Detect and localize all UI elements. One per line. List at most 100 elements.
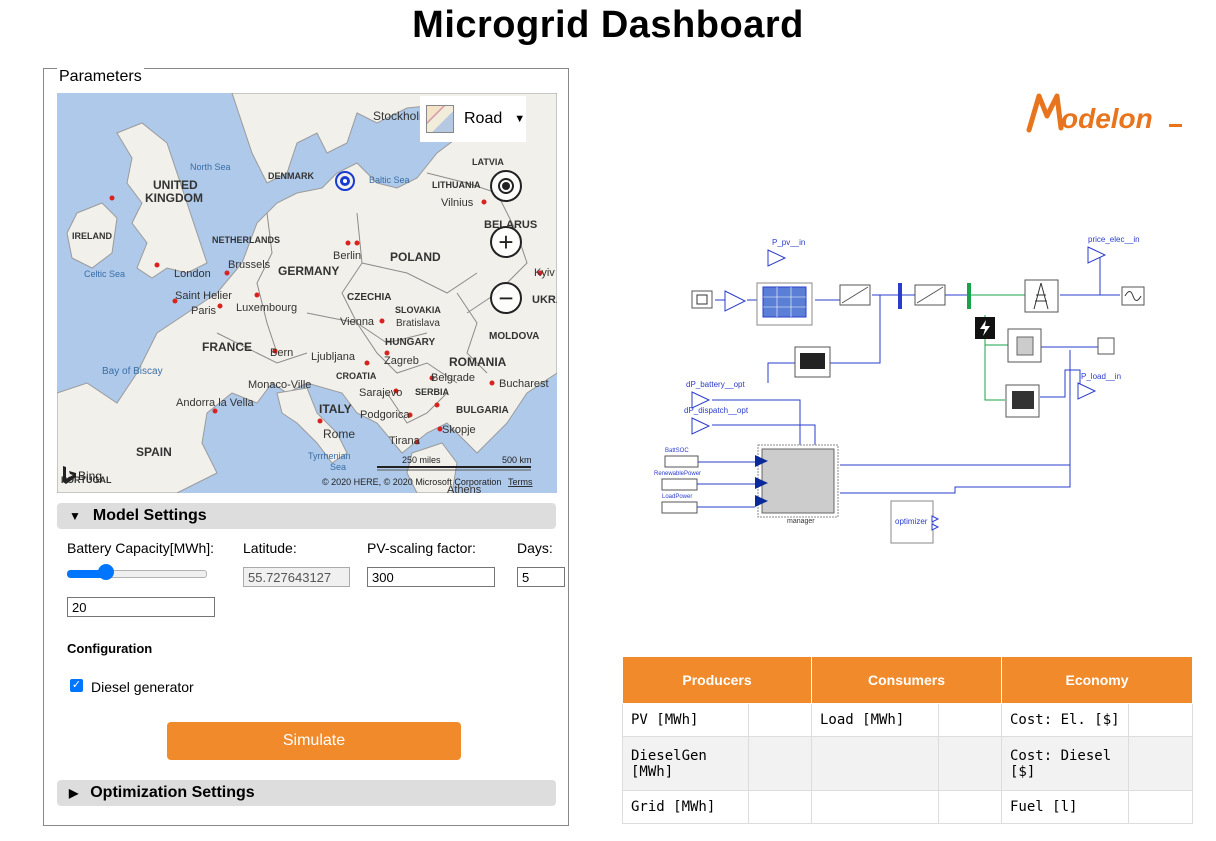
map-label: Vilnius	[441, 197, 474, 209]
manager-label: manager	[787, 518, 815, 525]
slider-thumb[interactable]	[97, 564, 114, 580]
zoom-in-button[interactable]: +	[490, 226, 522, 258]
map-label: Bay of Biscay	[102, 366, 163, 377]
map-label: London	[174, 268, 211, 280]
map-label: Paris	[191, 305, 217, 317]
map-label: Stockholm	[373, 109, 429, 123]
page-title: Microgrid Dashboard	[412, 4, 804, 46]
map-label: IRELAND	[72, 231, 112, 241]
map-label: Bern	[270, 347, 293, 359]
diesel-generator-label[interactable]: Diesel generator	[91, 679, 194, 695]
diesel-generator-checkbox[interactable]: ✓	[70, 679, 83, 692]
locate-me-button[interactable]	[490, 170, 522, 202]
table-cell	[938, 703, 1002, 737]
map-label: Ljubljana	[311, 351, 356, 363]
map-label: Baltic Sea	[369, 175, 410, 185]
map-label: BULGARIA	[456, 405, 509, 416]
svg-text:odelon: odelon	[1061, 103, 1153, 134]
map-label: Skopje	[442, 424, 476, 436]
map[interactable]: Stockholm North Sea DENMARK Baltic Sea L…	[57, 93, 557, 493]
p-load-in-label: P_load__in	[1081, 372, 1121, 381]
load-table-icon	[1097, 337, 1115, 355]
map-label: FRANCE	[202, 340, 252, 354]
table-cell: Grid [MWh]	[622, 790, 749, 824]
battsoc-label: BattSOC	[665, 448, 689, 454]
dc-bus	[898, 283, 902, 309]
table-cell	[1127, 703, 1194, 737]
table-cell: DieselGen [MWh]	[622, 736, 749, 791]
map-label: Tirana	[389, 435, 421, 447]
battsoc-input	[664, 455, 699, 468]
load-power-label: LoadPower	[662, 494, 692, 500]
map-label: Sarajevo	[359, 387, 402, 399]
zoom-out-button[interactable]: −	[490, 282, 522, 314]
battery-capacity-label: Battery Capacity[MWh]:	[67, 540, 215, 556]
map-label: Monaco-Ville	[248, 379, 311, 391]
slider-fill	[67, 570, 106, 578]
table-cell	[811, 736, 939, 791]
map-label: SERBIA	[415, 387, 450, 397]
table-cell	[811, 790, 939, 824]
map-label: Luxembourg	[236, 302, 297, 314]
triangle-right-icon: ▶	[69, 786, 79, 800]
map-label: ITALY	[319, 402, 352, 416]
table-cell: Load [MWh]	[811, 703, 939, 737]
map-label: Saint Helier	[175, 290, 232, 302]
load-power-input	[661, 501, 698, 514]
parameters-legend: Parameters	[57, 68, 144, 86]
days-input[interactable]	[517, 567, 565, 587]
uk-landmass	[116, 122, 208, 279]
table-row: Grid [MWh] Fuel [l]	[622, 790, 1194, 824]
header-consumers: Consumers	[811, 656, 1002, 704]
map-scale: 250 miles 500 km	[377, 455, 532, 471]
map-label: SLOVAKIA	[395, 305, 441, 315]
gain-block	[724, 290, 747, 312]
map-label: LITHUANIA	[432, 180, 481, 190]
map-label: Bratislava	[396, 318, 440, 329]
minus-icon: −	[498, 283, 514, 313]
chevron-down-icon: ▼	[514, 113, 526, 125]
configuration-heading: Configuration	[67, 641, 153, 656]
table-cell	[748, 790, 812, 824]
map-label: Rome	[323, 427, 355, 441]
map-label: CZECHIA	[347, 292, 391, 303]
map-label: Podgorica	[360, 409, 410, 421]
map-label: POLAND	[390, 250, 441, 264]
map-copyright: © 2020 HERE, © 2020 Microsoft Corporatio…	[322, 477, 501, 487]
renewable-power-input	[661, 478, 698, 491]
model-settings-header[interactable]: ▼ Model Settings	[57, 503, 556, 529]
pv-scaling-input[interactable]	[367, 567, 495, 587]
simulate-button[interactable]: Simulate	[167, 722, 461, 760]
dp-dispatch-opt-label: dP_dispatch__opt	[684, 406, 749, 415]
header-producers: Producers	[622, 656, 812, 704]
model-settings-title: Model Settings	[92, 507, 207, 524]
map-terms-link[interactable]: Terms	[508, 477, 533, 487]
battery-capacity-input[interactable]	[67, 597, 215, 617]
optimization-settings-header[interactable]: ▶ Optimization Settings	[57, 780, 556, 806]
location-marker[interactable]	[335, 171, 355, 191]
plus-icon: +	[498, 227, 514, 257]
map-style-label: Road	[464, 110, 503, 127]
table-cell	[1127, 790, 1194, 824]
map-label: NETHERLANDS	[212, 235, 280, 245]
table-cell	[748, 703, 812, 737]
table-row: PV [MWh] Load [MWh] Cost: El. [$]	[622, 703, 1194, 737]
ireland-landmass	[66, 202, 118, 269]
table-cell	[1127, 736, 1194, 791]
table-cell: Cost: Diesel [$]	[1001, 736, 1129, 791]
days-label: Days:	[517, 540, 553, 556]
table-cell: PV [MWh]	[622, 703, 749, 737]
scale-km: 500 km	[502, 455, 532, 465]
pv-scaling-label: PV-scaling factor:	[367, 540, 476, 556]
map-style-selector[interactable]: Road ▼	[420, 96, 526, 142]
renewable-power-label: RenewablePower	[654, 471, 701, 477]
results-table: Producers Consumers Economy PV [MWh] Loa…	[622, 656, 1194, 824]
target-icon	[498, 178, 514, 194]
price-elec-in-label: price_elec__in	[1088, 235, 1140, 244]
map-label: UKRAI	[532, 294, 557, 306]
map-label: Belgrade	[431, 372, 475, 384]
svg-text:Bing: Bing	[78, 469, 102, 483]
table-cell: Fuel [l]	[1001, 790, 1129, 824]
checkmark-icon: ✓	[71, 679, 82, 691]
map-label: CROATIA	[336, 371, 377, 381]
